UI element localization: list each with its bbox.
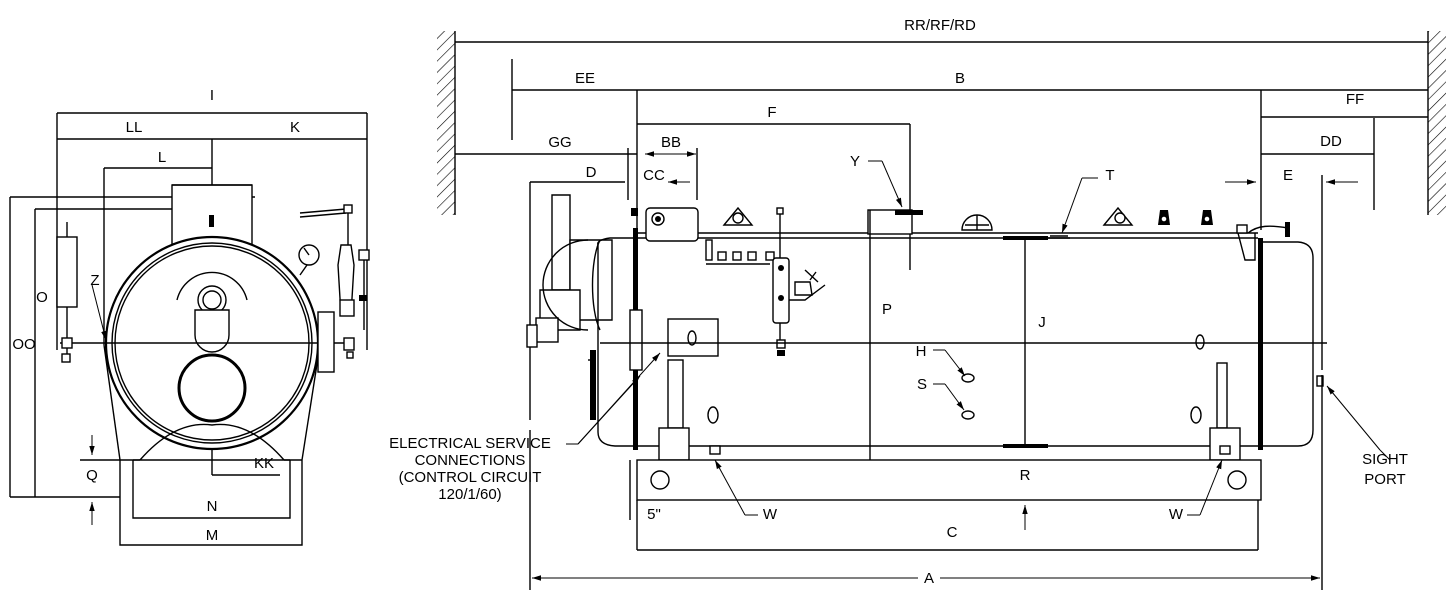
- sight-port-line-2: PORT: [1364, 471, 1405, 488]
- label-q: Q: [86, 467, 98, 484]
- label-c: C: [947, 524, 958, 541]
- label-f: F: [767, 104, 776, 121]
- label-r: R: [1020, 467, 1031, 484]
- label-bb: BB: [661, 134, 681, 151]
- dimension-labels: I LL K L O Z OO Q KK N M RR/RF/RD EE B F…: [12, 17, 1408, 587]
- label-h: H: [916, 343, 927, 360]
- label-w-right: W: [1169, 506, 1184, 523]
- sight-port-line-1: SIGHT: [1362, 451, 1408, 468]
- label-dd: DD: [1320, 133, 1342, 150]
- label-j: J: [1038, 314, 1046, 331]
- label-ll: LL: [126, 119, 143, 136]
- label-k: K: [290, 119, 300, 136]
- label-s: S: [917, 376, 927, 393]
- furnace-opening: [177, 353, 247, 423]
- end-view: [9, 112, 370, 546]
- label-oo: OO: [12, 336, 35, 353]
- electrical-note-line-4: 120/1/60): [438, 486, 501, 503]
- label-o: O: [36, 289, 48, 306]
- water-column: [56, 236, 78, 308]
- rear-tubesheet: [1258, 238, 1263, 450]
- base-skid: [636, 459, 1262, 501]
- label-five-inch: 5": [647, 506, 661, 523]
- label-ff: FF: [1346, 91, 1364, 108]
- label-n: N: [207, 498, 218, 515]
- label-m: M: [206, 527, 219, 544]
- label-t: T: [1105, 167, 1114, 184]
- label-gg: GG: [548, 134, 571, 151]
- label-z: Z: [90, 272, 99, 289]
- wall-left-hatch: [437, 31, 455, 215]
- wall-right-hatch: [1428, 31, 1446, 215]
- label-e: E: [1283, 167, 1293, 184]
- label-cc: CC: [643, 167, 665, 184]
- rear-head: [1263, 241, 1314, 447]
- label-w-left: W: [763, 506, 778, 523]
- label-l: L: [158, 149, 166, 166]
- label-y: Y: [850, 153, 860, 170]
- label-d: D: [586, 164, 597, 181]
- label-p: P: [882, 301, 892, 318]
- label-b: B: [955, 70, 965, 87]
- label-ee: EE: [575, 70, 595, 87]
- label-rr: RR/RF/RD: [904, 17, 976, 34]
- electrical-note-line-2: CONNECTIONS: [415, 452, 526, 469]
- label-kk: KK: [254, 455, 274, 472]
- label-i: I: [210, 87, 214, 104]
- side-view: [437, 31, 1446, 590]
- electrical-note-line-3: (CONTROL CIRCUIT: [399, 469, 542, 486]
- electrical-note-line-1: ELECTRICAL SERVICE: [389, 435, 551, 452]
- label-a: A: [924, 570, 934, 587]
